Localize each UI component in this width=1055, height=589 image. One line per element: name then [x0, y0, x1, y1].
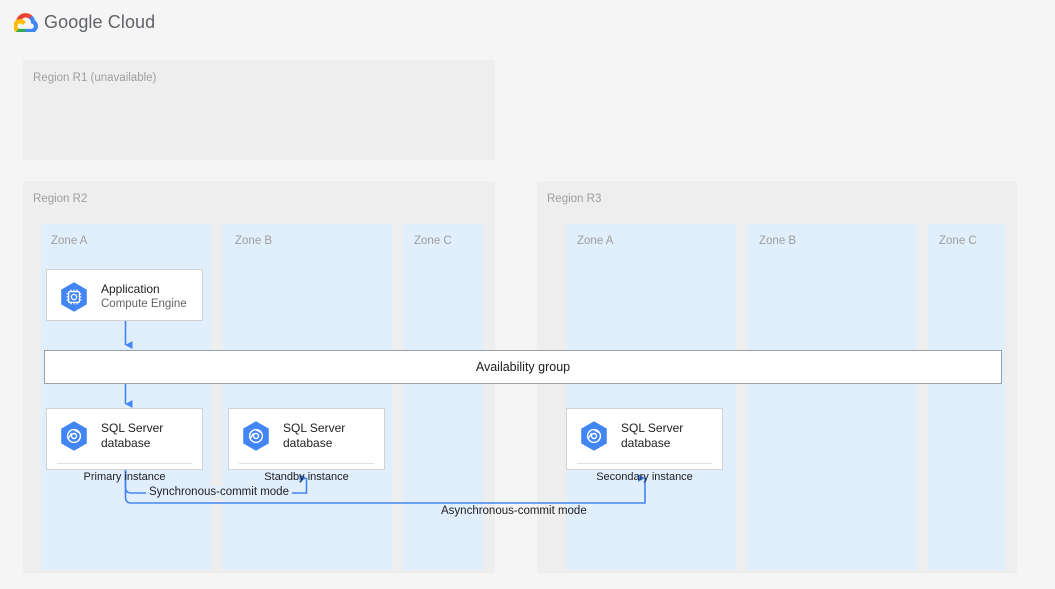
database-card-primary[interactable]: SQL Server database Primary instance: [46, 408, 203, 483]
zone-r3-c-label: Zone C: [939, 235, 977, 247]
database-primary-title-line2: database: [101, 436, 151, 450]
zone-r3-a-label: Zone A: [577, 235, 614, 247]
region-r3-label: Region R3: [547, 193, 602, 205]
zone-r2-c: [403, 224, 483, 570]
database-primary-row: SQL Server database: [47, 409, 202, 463]
availability-group-label: Availability group: [475, 360, 571, 374]
application-card-text: Application Compute Engine: [101, 282, 187, 312]
application-title: Application: [101, 282, 160, 296]
sql-server-database-icon: [577, 419, 611, 453]
sql-server-database-icon: [239, 419, 273, 453]
database-primary-title: SQL Server: [101, 421, 164, 435]
zone-r3-c: [928, 224, 1005, 570]
database-secondary-divider: [577, 463, 712, 464]
synchronous-commit-label: Synchronous-commit mode: [146, 486, 292, 498]
database-standby-footer: Standby instance: [264, 471, 349, 483]
zone-r3-b-label: Zone B: [759, 235, 797, 247]
application-card-row: Application Compute Engine: [47, 270, 202, 324]
zone-r3-b: [747, 224, 917, 570]
database-card-secondary[interactable]: SQL Server database Secondary instance: [566, 408, 723, 483]
asynchronous-commit-label: Asynchronous-commit mode: [441, 505, 587, 517]
zone-r2-a-label: Zone A: [51, 235, 88, 247]
zone-r2-b-label: Zone B: [235, 235, 273, 247]
availability-group-bar: Availability group: [44, 350, 1002, 384]
brand-title: Google Cloud: [44, 12, 156, 32]
database-standby-text: SQL Server database: [283, 421, 345, 451]
compute-engine-icon: [57, 280, 91, 314]
database-secondary-title: SQL Server: [621, 421, 684, 435]
database-secondary-footer: Secondary instance: [596, 471, 693, 483]
region-r2-label: Region R2: [33, 193, 88, 205]
database-primary-text: SQL Server database: [101, 421, 163, 451]
zone-r2-b: [222, 224, 392, 570]
zone-r3-a: [566, 224, 736, 570]
database-standby-title: SQL Server: [283, 421, 346, 435]
database-standby-divider: [239, 463, 374, 464]
application-subtitle: Compute Engine: [101, 298, 187, 310]
database-card-standby[interactable]: SQL Server database Standby instance: [228, 408, 385, 483]
application-card[interactable]: Application Compute Engine: [46, 269, 203, 321]
google-cloud-logo-icon: [13, 12, 39, 34]
database-primary-divider: [57, 463, 192, 464]
zone-r2-c-label: Zone C: [414, 235, 452, 247]
database-secondary-row: SQL Server database: [567, 409, 722, 463]
database-secondary-title-line2: database: [621, 436, 671, 450]
database-standby-title-line2: database: [283, 436, 333, 450]
region-r1-container: [23, 60, 495, 160]
app-header: Google Cloud: [0, 0, 1055, 44]
database-primary-footer: Primary instance: [83, 471, 166, 483]
database-standby-row: SQL Server database: [229, 409, 384, 463]
region-r1-label: Region R1 (unavailable): [33, 72, 157, 84]
sql-server-database-icon: [57, 419, 91, 453]
database-secondary-text: SQL Server database: [621, 421, 683, 451]
